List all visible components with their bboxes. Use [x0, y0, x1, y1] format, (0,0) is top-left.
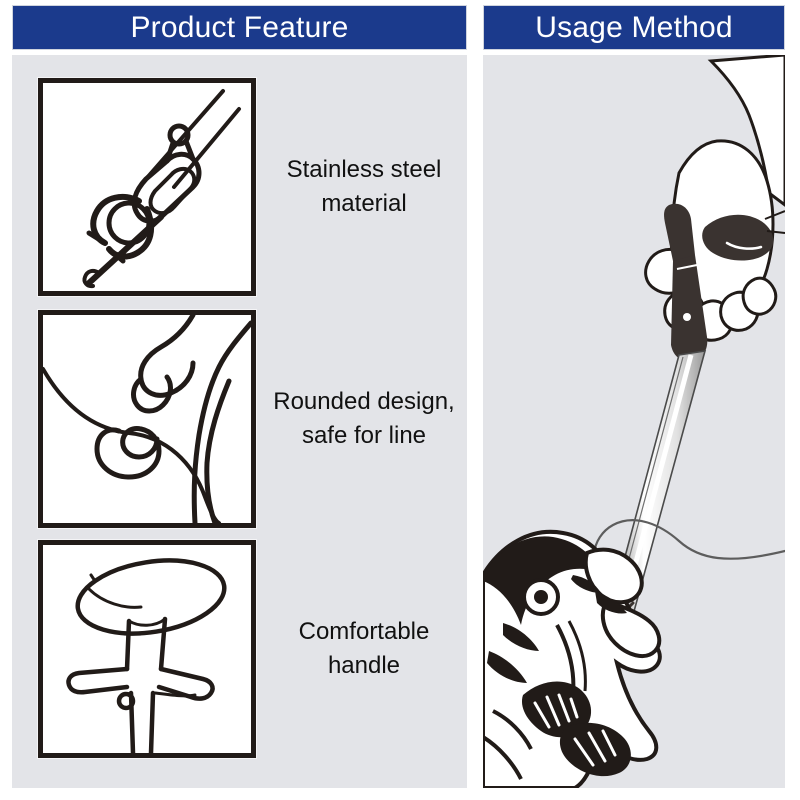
header-usage-method-label: Usage Method: [535, 10, 733, 44]
usage-method-panel: [483, 55, 785, 788]
tool-handle-group: [664, 203, 708, 361]
illustration-usage-hand-tool-fish: [483, 55, 785, 788]
hand-group: [644, 55, 785, 342]
feature-label-stainless-steel: Stainless steel material: [286, 155, 442, 217]
header-product-feature-label: Product Feature: [130, 10, 349, 44]
illustration-hook-remover-engaging-hook: [38, 78, 256, 296]
feature-label-rounded-design: Rounded design, safe for line: [273, 387, 455, 449]
illustration-t-handle-grip: [38, 540, 256, 758]
feature-row-comfortable-handle: Comfortable handle: [12, 540, 467, 766]
header-product-feature: Product Feature: [12, 5, 467, 50]
feature-row-rounded-design: Rounded design, safe for line: [12, 310, 467, 536]
product-feature-panel: Stainless steel material: [12, 55, 467, 788]
feature-label-comfortable-handle: Comfortable handle: [298, 617, 430, 679]
illustration-rounded-hook-closeup: [38, 310, 256, 528]
feature-row-stainless-steel: Stainless steel material: [12, 78, 467, 304]
fish-group: [483, 529, 662, 788]
header-usage-method: Usage Method: [483, 5, 785, 50]
